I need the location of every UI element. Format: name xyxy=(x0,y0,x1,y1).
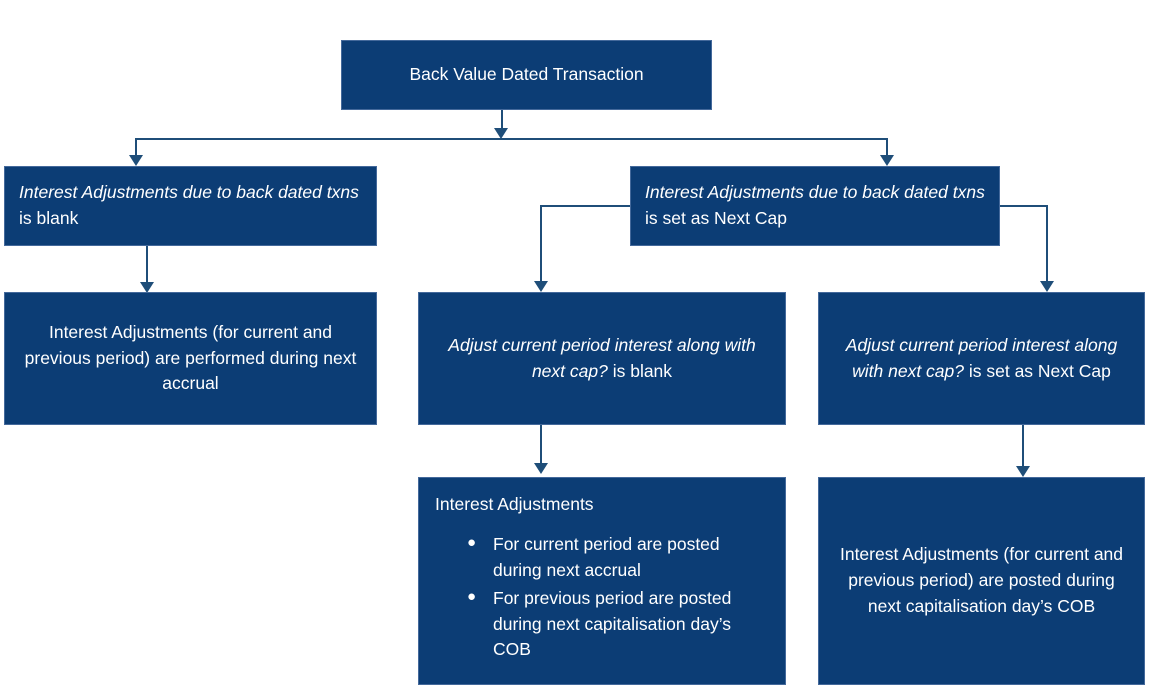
bullet-icon: ● xyxy=(467,533,477,551)
connector-adjustblank-to-outcome xyxy=(540,425,542,467)
node-back-value-dated-transaction[interactable]: Back Value Dated Transaction xyxy=(341,40,712,110)
node-blank-outcome-text: Interest Adjustments (for current and pr… xyxy=(24,321,357,394)
list-item-text: For previous period are posted during ne… xyxy=(493,587,732,660)
node-adjust-nextcap-text: Adjust current period interest along wit… xyxy=(819,333,1144,385)
connector-root-stem xyxy=(501,110,503,130)
connector-to-blank-flag xyxy=(135,138,137,158)
node-adjust-current-period-blank[interactable]: Adjust current period interest along wit… xyxy=(418,292,786,425)
bullet-icon: ● xyxy=(467,587,477,605)
connector-to-nextcap-flag xyxy=(886,138,888,158)
node-adjust-current-period-next-cap[interactable]: Adjust current period interest along wit… xyxy=(818,292,1145,425)
node-interest-adjustments-next-cap[interactable]: Interest Adjustments due to back dated t… xyxy=(630,166,1000,246)
node-adjust-nextcap-outcome[interactable]: Interest Adjustments (for current and pr… xyxy=(818,477,1145,685)
node-root-text: Back Value Dated Transaction xyxy=(409,64,644,85)
connector-nextcap-right-h xyxy=(999,205,1048,207)
node-adjust-nextcap-emphasis: Adjust current period interest along wit… xyxy=(845,334,1118,381)
node-adjust-nextcap-outcome-text: Interest Adjustments (for current and pr… xyxy=(839,544,1124,616)
node-blank-flag-rest: is blank xyxy=(19,208,79,228)
connector-blankflag-to-outcome xyxy=(146,246,148,286)
connector-nextcap-left-v xyxy=(540,205,542,284)
list-item-text: For current period are posted during nex… xyxy=(493,533,720,580)
connector-to-nextcap-flag-arrow xyxy=(880,155,894,166)
connector-to-blank-flag-arrow xyxy=(129,155,143,166)
connector-adjustblank-to-outcome-arrow xyxy=(534,463,548,474)
connector-root-stem-arrow xyxy=(494,128,508,139)
connector-nextcap-left-arrow xyxy=(534,281,548,292)
list-item: ● For current period are posted during ne… xyxy=(467,532,771,584)
node-adjust-blank-outcome[interactable]: Interest Adjustments ● For current period… xyxy=(418,477,786,685)
node-nextcap-flag-text: Interest Adjustments due to back dated t… xyxy=(631,180,999,232)
node-adjust-blank-text: Adjust current period interest along wit… xyxy=(419,333,785,385)
node-blank-flag-emphasis: Interest Adjustments due to back dated t… xyxy=(19,182,359,203)
node-blank-flag-text: Interest Adjustments due to back dated t… xyxy=(5,180,376,232)
node-blank-outcome[interactable]: Interest Adjustments (for current and pr… xyxy=(4,292,377,425)
connector-adjustnextcap-to-outcome xyxy=(1022,425,1024,470)
connector-nextcap-right-v xyxy=(1046,205,1048,284)
node-adjust-blank-emphasis: Adjust current period interest along wit… xyxy=(448,334,756,381)
node-interest-adjustments-blank[interactable]: Interest Adjustments due to back dated t… xyxy=(4,166,377,246)
node-adjust-nextcap-rest: is set as Next Cap xyxy=(964,360,1111,381)
connector-level2-bus xyxy=(135,138,887,140)
node-nextcap-flag-rest: is set as Next Cap xyxy=(645,208,787,228)
connector-nextcap-right-arrow xyxy=(1040,281,1054,292)
connector-blankflag-to-outcome-arrow xyxy=(140,282,154,293)
node-nextcap-flag-emphasis: Interest Adjustments due to back dated t… xyxy=(645,182,985,203)
list-item: ● For previous period are posted during n… xyxy=(467,586,771,664)
node-adjust-blank-outcome-list: ● For current period are posted during ne… xyxy=(419,532,785,665)
connector-nextcap-left-h xyxy=(540,205,632,207)
connector-adjustnextcap-to-outcome-arrow xyxy=(1016,466,1030,477)
node-adjust-blank-rest: is blank xyxy=(607,360,673,381)
node-adjust-blank-outcome-heading: Interest Adjustments xyxy=(435,494,594,514)
